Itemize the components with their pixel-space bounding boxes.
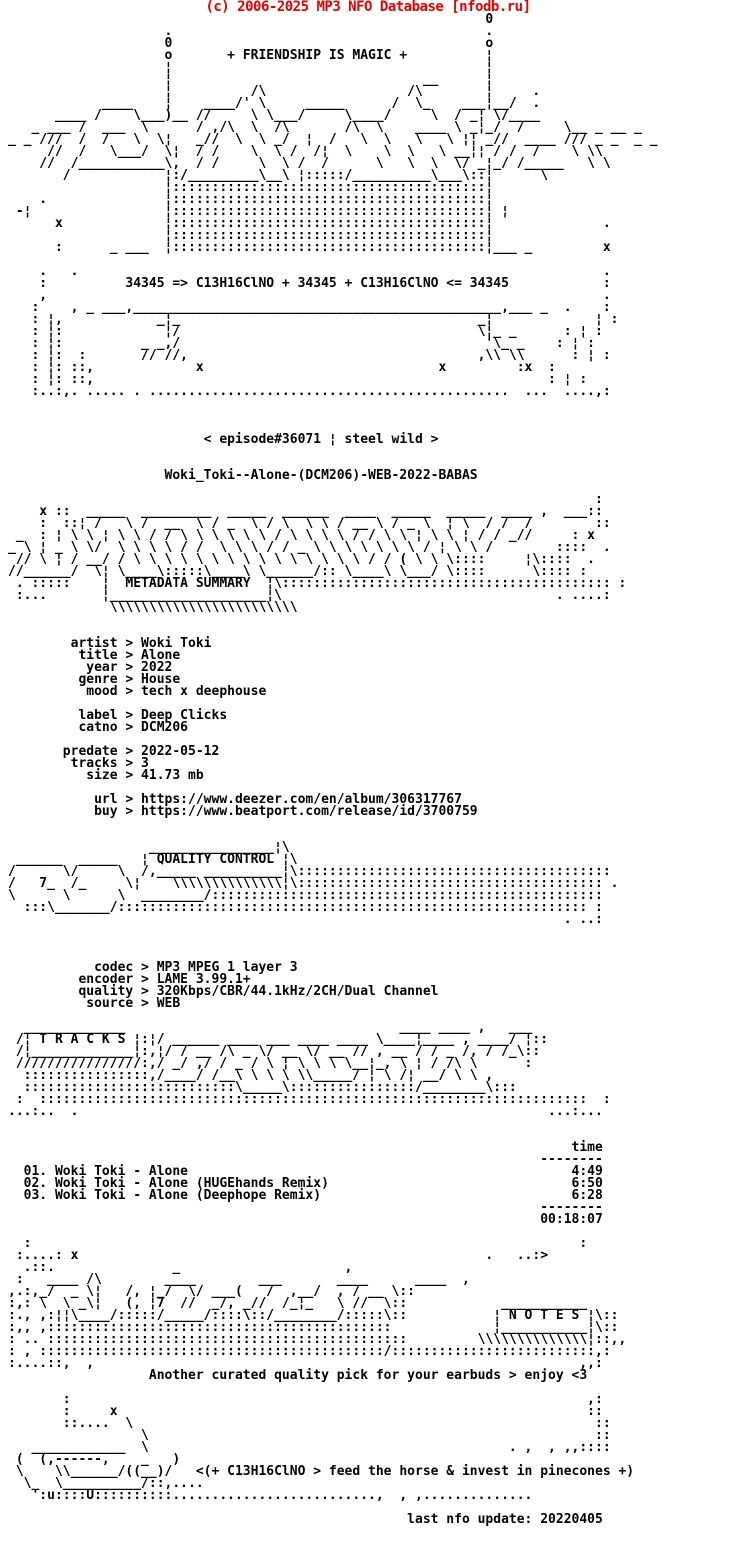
nfo-ascii-text: 0 . . 0 o o + FRIENDSHIP IS MAGIC + ¦ [8, 12, 658, 1527]
copyright-banner: (c) 2006-2025 MP3 NFO Database [nfodb.ru… [205, 0, 531, 15]
